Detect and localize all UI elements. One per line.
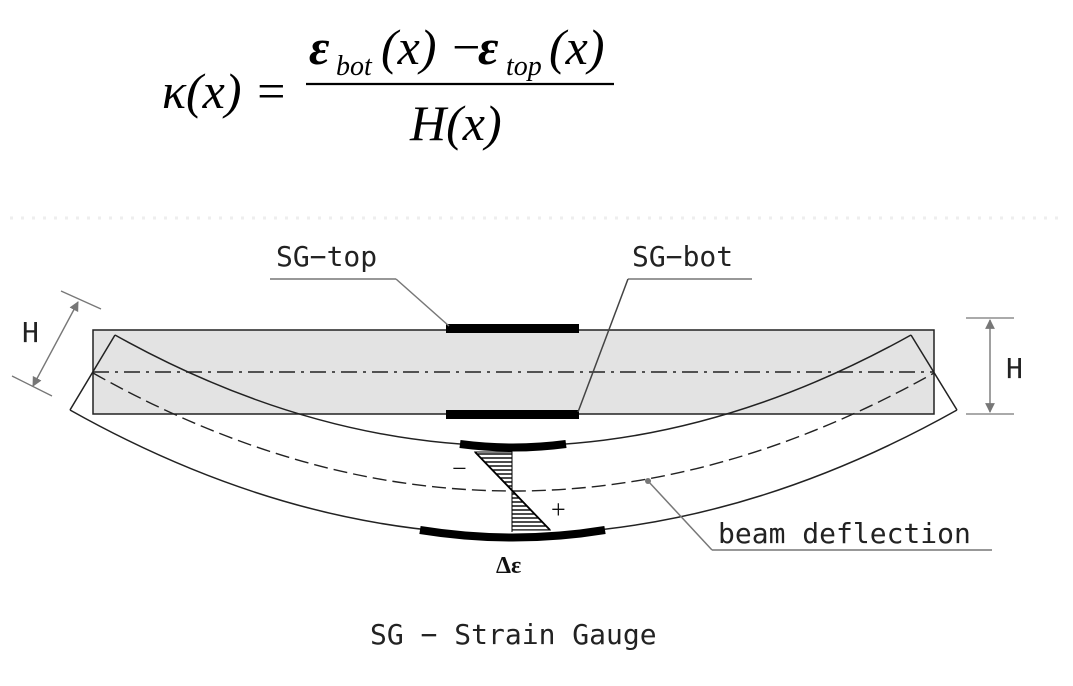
equation-lhs: κ(x) = [162,63,288,119]
plus-sign: + [551,495,566,524]
epsilon-top-subscript: top [506,51,542,82]
deflected-left-end [69,334,116,411]
sg-bot-label: SG−bot [632,240,733,273]
strain-gauge-top [446,324,579,333]
delta-epsilon-label: Δε [496,553,521,579]
sg-top-label: SG−top [276,240,377,273]
deflected-right-end [910,334,958,411]
equation-numerator: ε bot (x) − ε top (x) [309,19,605,82]
left-extension-top [60,290,102,310]
epsilon-top-argument: (x) [549,19,605,75]
epsilon-bot-symbol: ε [309,19,330,75]
epsilon-bot-argument: (x) − [381,19,483,75]
curvature-equation: κ(x) = ε bot (x) − ε top (x) H(x) [162,19,614,151]
equation-denominator: H(x) [409,95,502,151]
deflected-gauge-top [459,440,567,452]
left-extension-bottom [11,375,53,397]
deflection-leader [647,480,713,551]
sg-top-leader [395,278,450,327]
beam [92,324,935,419]
height-dimension-right: H [966,317,1023,415]
sg-top-callout: SG−top [270,240,450,327]
minus-sign: − [452,454,467,483]
strain-gauge-bot [446,410,579,419]
sg-bot-leader [577,278,629,413]
height-dimension-left: H [11,290,102,397]
deflection-label: beam deflection [718,517,971,550]
height-label-left: H [22,316,39,349]
deflected-gauge-bot [419,526,606,542]
legend-text: SG − Strain Gauge [370,618,657,651]
deflection-callout: beam deflection [645,478,992,551]
strain-diagram: − + Δε [452,450,566,579]
epsilon-top-symbol: ε [478,19,499,75]
height-label-right: H [1006,352,1023,385]
left-dimension-line [32,301,79,387]
epsilon-bot-subscript: bot [336,51,373,82]
sg-bot-callout: SG−bot [577,240,752,413]
